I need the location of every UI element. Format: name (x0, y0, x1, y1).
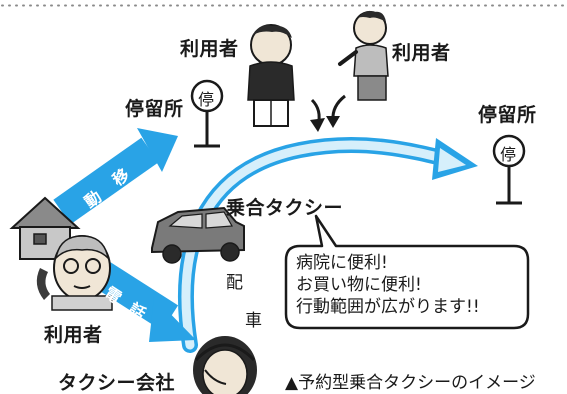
stop-sign-right: 停 (500, 145, 517, 164)
move-arrow (53, 137, 159, 225)
dotted-border (1, 4, 567, 7)
user-bottom-figure (36, 235, 113, 311)
label-user-top-right: 利用者 (392, 42, 451, 64)
speech-bubble (284, 214, 530, 330)
label-shared-taxi: 乗合タクシー (226, 197, 344, 219)
speech-bubble-text: 病院に便利! お買い物に便利! 行動範囲が広がります!! (296, 252, 526, 318)
user-top-left-figure (247, 24, 295, 127)
label-user-bottom: 利用者 (44, 324, 103, 346)
bubble-line-1: 病院に便利! (296, 253, 388, 273)
label-dispatch-2: 車 (245, 311, 262, 331)
stop-sign-left: 停 (198, 90, 215, 109)
label-dispatch-1: 配 (226, 273, 243, 293)
bus-stop-right (492, 134, 526, 205)
user-top-right-figure (338, 10, 389, 101)
bubble-line-3: 行動範囲が広がります!! (296, 297, 480, 317)
bubble-line-2: お買い物に便利! (296, 275, 422, 295)
label-taxi-company: タクシー会社 (58, 372, 176, 394)
move-arrow-head (137, 128, 178, 172)
taxi-car (151, 206, 245, 264)
bus-stop-left (190, 79, 224, 148)
operator-figure (193, 336, 257, 394)
label-stop-left: 停留所 (125, 98, 184, 120)
caption: ▲予約型乗合タクシーのイメージ (285, 373, 536, 393)
phone-arrow-head (149, 297, 196, 342)
house (9, 196, 81, 260)
label-stop-right: 停留所 (478, 104, 537, 126)
label-user-top-left: 利用者 (180, 38, 239, 60)
